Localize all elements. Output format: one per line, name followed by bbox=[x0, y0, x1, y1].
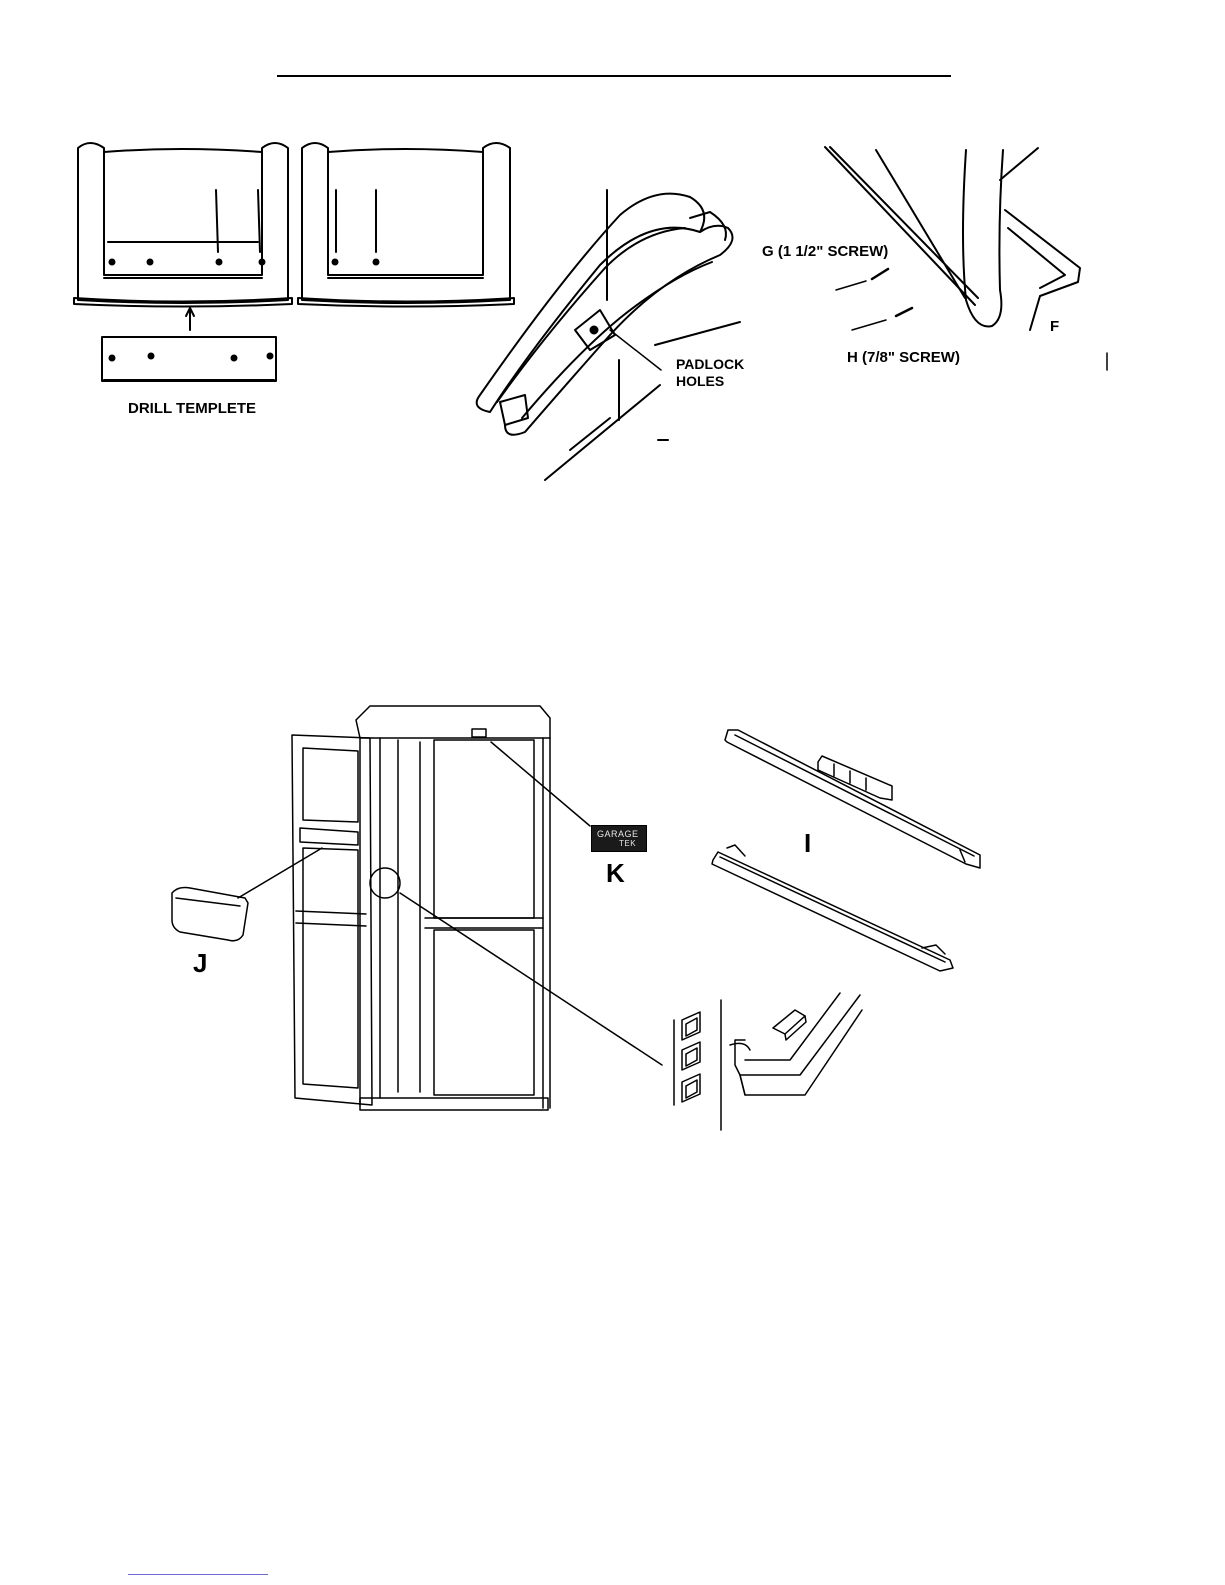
part-i-label: I bbox=[804, 828, 811, 859]
screw-h-label: H (7/8" SCREW) bbox=[847, 349, 960, 366]
logo-line-1: GARAGE bbox=[597, 829, 639, 839]
shelf-bracket-lower bbox=[712, 845, 953, 971]
door-panel-right bbox=[298, 143, 514, 307]
door-panel-left bbox=[74, 143, 292, 307]
part-j-label: J bbox=[193, 948, 207, 979]
bottom-rule bbox=[128, 1574, 268, 1575]
bin-j bbox=[172, 888, 248, 941]
part-k-label: K bbox=[606, 858, 625, 889]
drill-template bbox=[102, 308, 276, 381]
shelf-bracket-upper bbox=[725, 730, 980, 868]
part-f-label: F bbox=[1050, 318, 1059, 335]
padlock-handle bbox=[477, 190, 740, 480]
bracket-detail bbox=[674, 993, 862, 1130]
padlock-holes-label: PADLOCK HOLES bbox=[676, 356, 744, 390]
screw-g-label: G (1 1/2" SCREW) bbox=[762, 243, 888, 260]
drill-template-label: DRILL TEMPLETE bbox=[128, 400, 256, 417]
garage-tek-logo: GARAGE TEK bbox=[591, 825, 647, 852]
logo-line-2: TEK bbox=[619, 839, 636, 848]
cabinet bbox=[238, 706, 662, 1110]
